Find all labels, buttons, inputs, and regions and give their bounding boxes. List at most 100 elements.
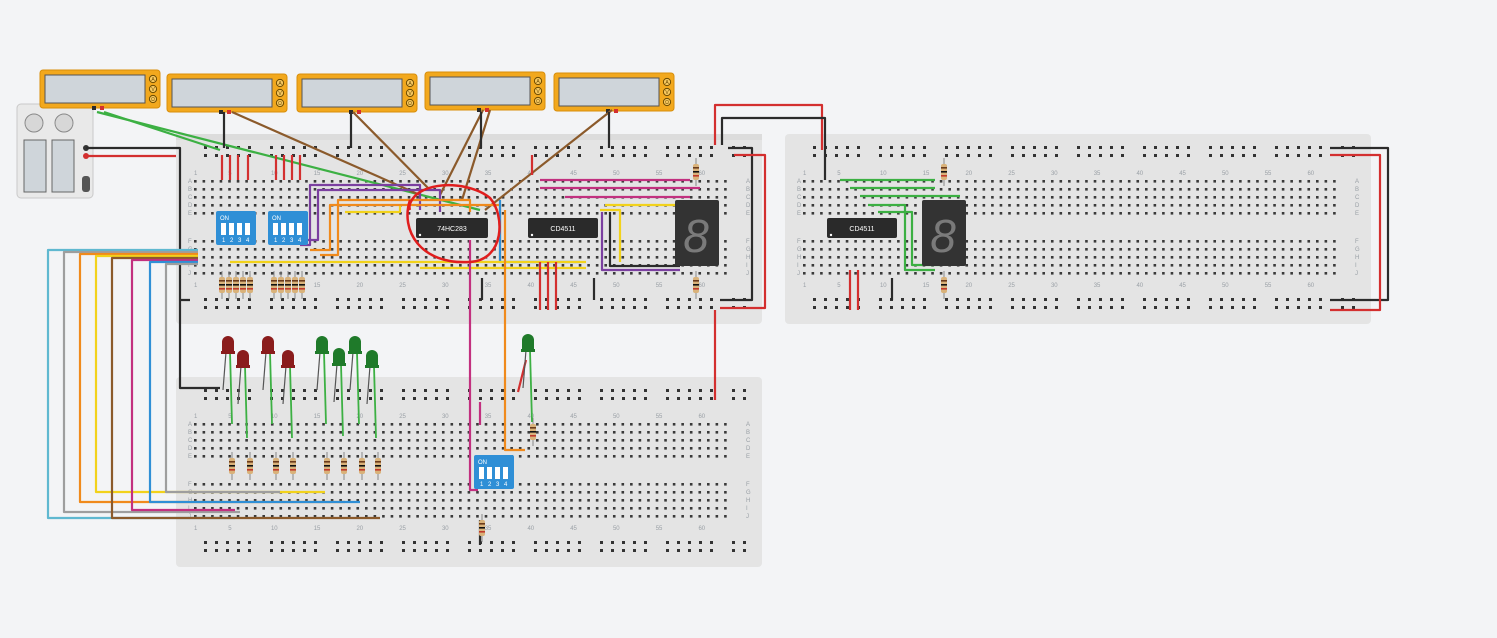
mode-button[interactable] <box>662 97 672 107</box>
led[interactable] <box>315 336 329 425</box>
column-number: 40 <box>527 526 534 532</box>
mode-button[interactable] <box>405 98 415 108</box>
led[interactable] <box>261 336 275 425</box>
column-number: 30 <box>442 283 449 289</box>
resistor[interactable] <box>479 514 485 542</box>
chip-cd4511-left[interactable]: CD4511 <box>528 218 598 238</box>
led[interactable] <box>521 334 535 423</box>
column-number: 60 <box>698 526 705 532</box>
resistor[interactable] <box>240 271 246 299</box>
mode-button[interactable] <box>275 78 285 88</box>
dip-toggle[interactable] <box>237 223 242 235</box>
dip-toggle[interactable] <box>503 467 508 479</box>
led[interactable] <box>236 350 250 439</box>
resistor[interactable] <box>292 271 298 299</box>
row-letter: C <box>188 195 193 201</box>
led[interactable] <box>332 348 346 437</box>
chip-cd4511-left-label: CD4511 <box>550 226 575 233</box>
column-number: 1 <box>194 171 198 177</box>
multimeter[interactable]: AVΩ <box>39 69 161 110</box>
dip-toggle[interactable] <box>273 223 278 235</box>
breadboard-holes[interactable]: 1155101015152020252530303535404045455050… <box>188 389 751 552</box>
resistor[interactable] <box>375 452 381 480</box>
multimeter[interactable]: AVΩ <box>424 71 546 112</box>
dip-toggle[interactable] <box>479 467 484 479</box>
multimeter[interactable]: AVΩ <box>553 72 675 113</box>
resistor[interactable] <box>324 452 330 480</box>
seven-segment-right[interactable]: 8 <box>922 200 966 266</box>
mode-button[interactable] <box>662 77 672 87</box>
led[interactable] <box>348 336 362 425</box>
mode-button[interactable] <box>148 74 158 84</box>
dip-toggle[interactable] <box>297 223 302 235</box>
column-number: 30 <box>1051 283 1058 289</box>
resistor[interactable] <box>530 418 536 446</box>
resistor[interactable] <box>271 271 277 299</box>
seven-segment-left[interactable]: 8 <box>675 200 719 266</box>
resistor[interactable] <box>233 271 239 299</box>
dip-toggle[interactable] <box>487 467 492 479</box>
resistor[interactable] <box>693 271 699 299</box>
dip-toggle[interactable] <box>245 223 250 235</box>
dip-toggle[interactable] <box>495 467 500 479</box>
leds[interactable] <box>221 334 535 439</box>
resistor[interactable] <box>359 452 365 480</box>
breadboard-right[interactable]: 1155101015152020252530303535404045455050… <box>785 134 1371 324</box>
mode-button[interactable] <box>148 84 158 94</box>
mode-button[interactable] <box>148 94 158 104</box>
resistor[interactable] <box>247 452 253 480</box>
led[interactable] <box>365 350 379 439</box>
resistor[interactable] <box>941 271 947 299</box>
mode-glyph: A <box>665 80 669 86</box>
current-knob[interactable] <box>54 113 74 133</box>
chip-74hc283[interactable]: 74HC283 <box>416 218 488 238</box>
resistor[interactable] <box>247 271 253 299</box>
resistor[interactable] <box>341 452 347 480</box>
column-number: 10 <box>271 414 278 420</box>
resistor[interactable] <box>941 158 947 186</box>
resistor[interactable] <box>299 271 305 299</box>
resistor[interactable] <box>273 452 279 480</box>
dip-toggle[interactable] <box>221 223 226 235</box>
mode-button[interactable] <box>405 88 415 98</box>
column-number: 45 <box>570 526 577 532</box>
power-supply[interactable] <box>16 103 94 199</box>
dip-toggle[interactable] <box>229 223 234 235</box>
row-letter: D <box>746 446 751 452</box>
led[interactable] <box>221 336 235 425</box>
resistor[interactable] <box>285 271 291 299</box>
dip-number: 2 <box>230 238 234 244</box>
multimeter[interactable]: AVΩ <box>166 73 288 114</box>
mode-button[interactable] <box>533 86 543 96</box>
resistor[interactable] <box>693 158 699 186</box>
mode-button[interactable] <box>533 76 543 86</box>
resistor[interactable] <box>229 452 235 480</box>
chip-cd4511-right[interactable]: CD4511 <box>827 218 897 238</box>
mode-button[interactable] <box>405 78 415 88</box>
wires[interactable] <box>46 103 1390 545</box>
dip-toggle[interactable] <box>281 223 286 235</box>
resistor[interactable] <box>290 452 296 480</box>
resistor[interactable] <box>278 271 284 299</box>
mode-button[interactable] <box>662 87 672 97</box>
mode-glyph: Ω <box>151 97 155 103</box>
column-number: 45 <box>1179 171 1186 177</box>
row-letter: H <box>746 498 750 504</box>
resistors[interactable] <box>219 158 947 542</box>
resistor[interactable] <box>226 271 232 299</box>
dip-toggle[interactable] <box>289 223 294 235</box>
voltage-knob[interactable] <box>24 113 44 133</box>
mode-button[interactable] <box>533 96 543 106</box>
multimeter[interactable]: AVΩ <box>296 73 418 114</box>
column-number: 25 <box>399 283 406 289</box>
mode-button[interactable] <box>275 88 285 98</box>
resistor[interactable] <box>219 271 225 299</box>
mode-button[interactable] <box>275 98 285 108</box>
led[interactable] <box>281 350 295 439</box>
